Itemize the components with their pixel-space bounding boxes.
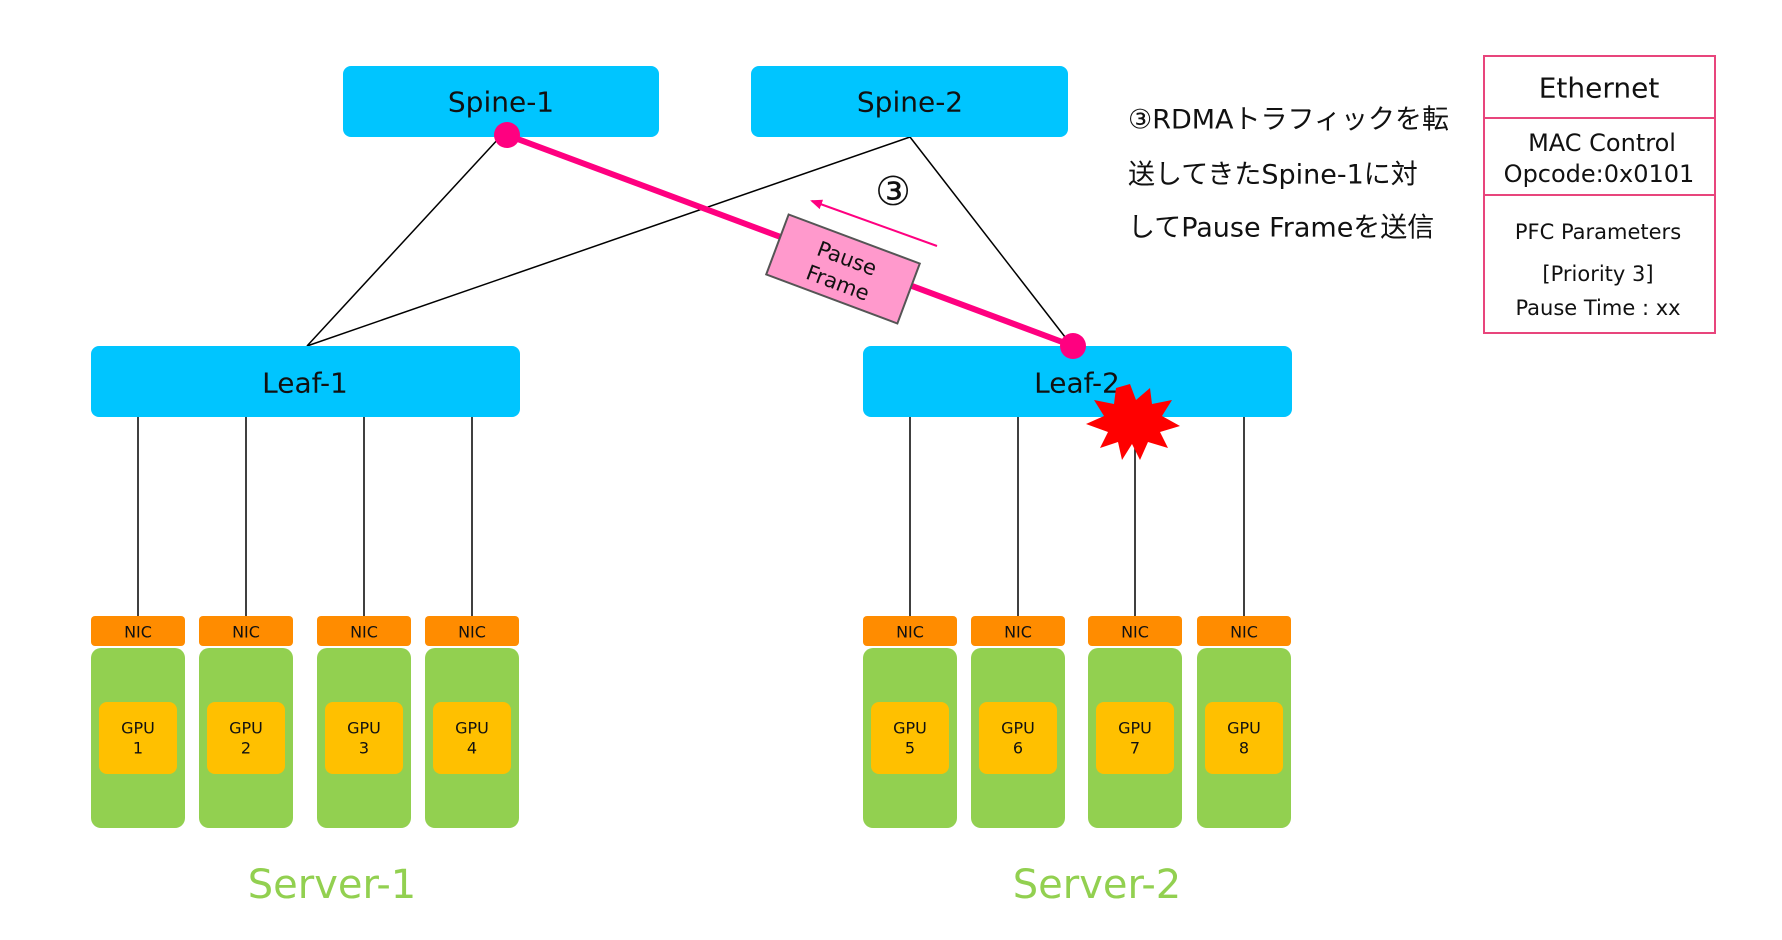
node-5: NIC GPU 5 [863,616,957,828]
spine-2-switch: Spine-2 [751,66,1068,137]
pause-frame-packet: Pause Frame [764,213,922,325]
mac-control-label: MAC Control [1528,129,1676,157]
node-8: NIC GPU 8 [1197,616,1291,828]
pause-endpoint-spine1 [494,122,520,148]
nic-label: NIC [350,623,378,642]
server-1: NIC GPU 1 NIC GPU 2 NIC GPU 3 NIC GPU [91,616,519,908]
nic-card [863,616,957,646]
nic-card [199,616,293,646]
server-2-label: Server-2 [1013,862,1182,908]
gpu-label: GPU [1001,719,1035,738]
spine-leaf-links [306,136,1073,347]
note-line-1: ③RDMAトラフィックを転 [1128,105,1449,136]
server-1-label: Server-1 [248,862,417,908]
note-line-2: 送してきたSpine-1に対 [1128,160,1418,191]
node-6: NIC GPU 6 [971,616,1065,828]
pause-time-label: Pause Time : xx [1515,296,1680,320]
gpu-label: GPU [1118,719,1152,738]
node-7: NIC GPU 7 [1088,616,1182,828]
gpu-number: 3 [359,739,369,758]
priority-label: [Priority 3] [1542,262,1653,286]
link-spine2-leaf2 [909,136,1073,347]
gpu-number: 7 [1130,739,1140,758]
opcode-label: Opcode:0x0101 [1504,160,1695,188]
gpu-label: GPU [455,719,489,738]
nic-label: NIC [1121,623,1149,642]
nic-label: NIC [232,623,260,642]
gpu-chip [1096,702,1174,774]
gpu-number: 6 [1013,739,1023,758]
leaf-1-switch: Leaf-1 [91,346,520,417]
node-4: NIC GPU 4 [425,616,519,828]
spine-2-label: Spine-2 [857,86,963,119]
gpu-number: 2 [241,739,251,758]
gpu-label: GPU [229,719,263,738]
leaf-1-label: Leaf-1 [262,367,348,400]
ethernet-frame-structure: Ethernet MAC Control Opcode:0x0101 PFC P… [1483,55,1716,334]
node-3: NIC GPU 3 [317,616,411,828]
nic-label: NIC [1004,623,1032,642]
gpu-chip [325,702,403,774]
gpu-number: 8 [1239,739,1249,758]
nic-card [971,616,1065,646]
node-1: NIC GPU 1 [91,616,185,828]
nic-label: NIC [458,623,486,642]
pause-endpoint-leaf2 [1060,333,1086,359]
gpu-number: 1 [133,739,143,758]
gpu-label: GPU [1227,719,1261,738]
leaf-2-switch: Leaf-2 [863,346,1292,417]
explanation-note: ③RDMAトラフィックを転 送してきたSpine-1に対 してPause Fra… [1128,105,1449,244]
ethernet-title: Ethernet [1539,72,1660,105]
gpu-label: GPU [347,719,381,738]
nic-card [425,616,519,646]
gpu-number: 4 [467,739,477,758]
nic-card [1088,616,1182,646]
nic-card [317,616,411,646]
nic-label: NIC [124,623,152,642]
link-spine1-leaf1 [306,136,501,347]
gpu-chip [979,702,1057,774]
gpu-label: GPU [121,719,155,738]
pfc-parameters-label: PFC Parameters [1515,220,1681,244]
node-2: NIC GPU 2 [199,616,293,828]
gpu-chip [1205,702,1283,774]
gpu-chip [207,702,285,774]
note-line-3: してPause Frameを送信 [1128,213,1434,244]
gpu-label: GPU [893,719,927,738]
gpu-chip [99,702,177,774]
link-spine2-leaf1 [306,136,911,347]
gpu-chip [433,702,511,774]
nic-card [91,616,185,646]
nic-label: NIC [896,623,924,642]
spine-1-switch: Spine-1 [343,66,659,137]
gpu-chip [871,702,949,774]
gpu-number: 5 [905,739,915,758]
pause-direction-arrow [810,199,938,247]
nic-label: NIC [1230,623,1258,642]
congestion-burst-icon [1086,384,1180,460]
server-2: NIC GPU 5 NIC GPU 6 NIC GPU 7 NIC GPU [863,616,1291,908]
step-three-marker: ③ [875,169,911,215]
leaf-2-label: Leaf-2 [1034,367,1120,400]
nic-card [1197,616,1291,646]
leaf-nic-links [137,416,1245,616]
spine-1-label: Spine-1 [448,86,554,119]
